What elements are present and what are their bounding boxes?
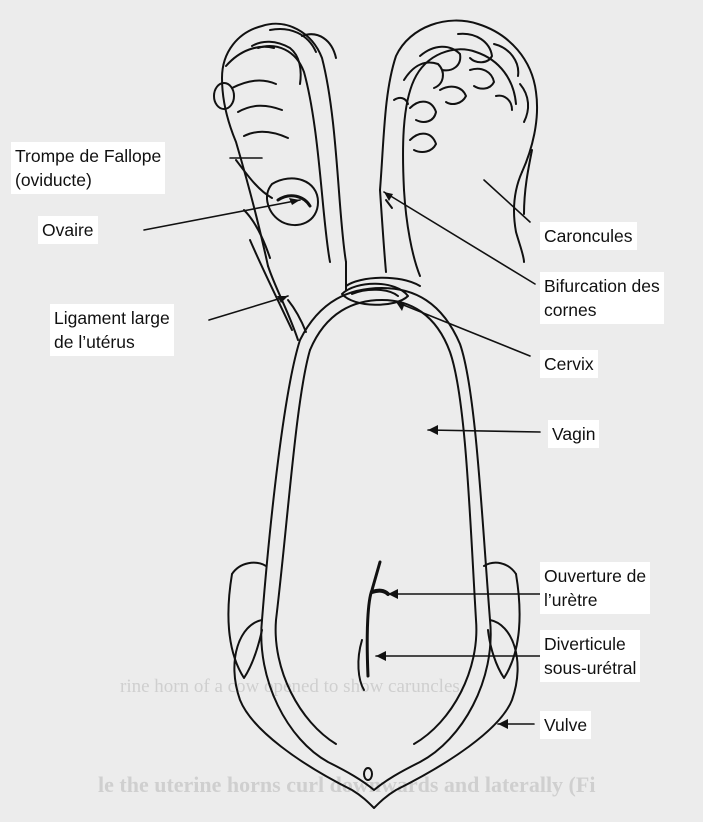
label-urethral-opening-line1: Ouverture de — [544, 564, 646, 588]
vulva-shape — [228, 563, 519, 808]
label-horn-bifurcation-line2: cornes — [544, 298, 660, 322]
label-vulva-text: Vulve — [544, 713, 587, 737]
right-uterine-horn — [380, 21, 537, 262]
vagina-wall — [261, 288, 490, 790]
label-horn-bifurcation: Bifurcation des cornes — [540, 272, 664, 324]
leader-lines — [144, 158, 540, 724]
label-broad-ligament: Ligament large de l’utérus — [50, 304, 174, 356]
label-fallopian-tube-line2: (oviducte) — [15, 168, 161, 192]
label-ovary: Ovaire — [38, 216, 98, 244]
label-suburethral-diverticulum-line2: sous-urétral — [544, 656, 636, 680]
label-urethral-opening: Ouverture de l’urètre — [540, 562, 650, 614]
label-broad-ligament-line2: de l’utérus — [54, 330, 170, 354]
label-fallopian-tube: Trompe de Fallope (oviducte) — [11, 142, 165, 194]
leader-arrowheads — [277, 192, 508, 729]
label-cervix: Cervix — [540, 350, 598, 378]
left-uterine-horn — [214, 24, 346, 266]
label-vagina: Vagin — [548, 420, 599, 448]
label-broad-ligament-line1: Ligament large — [54, 306, 170, 330]
label-suburethral-diverticulum: Diverticule sous-urétral — [540, 630, 640, 682]
label-caruncles-text: Caroncules — [544, 224, 633, 248]
label-horn-bifurcation-line1: Bifurcation des — [544, 274, 660, 298]
label-suburethral-diverticulum-line1: Diverticule — [544, 632, 636, 656]
label-vagina-text: Vagin — [552, 422, 595, 446]
label-vulva: Vulve — [540, 711, 591, 739]
uterine-body — [346, 190, 420, 290]
broad-ligament-shape — [250, 240, 306, 340]
label-caruncles: Caroncules — [540, 222, 637, 250]
label-fallopian-tube-line1: Trompe de Fallope — [15, 144, 161, 168]
label-urethral-opening-line2: l’urètre — [544, 588, 646, 612]
label-ovary-text: Ovaire — [42, 218, 94, 242]
suburethral-diverticulum-shape — [358, 640, 364, 690]
label-cervix-text: Cervix — [544, 352, 594, 376]
